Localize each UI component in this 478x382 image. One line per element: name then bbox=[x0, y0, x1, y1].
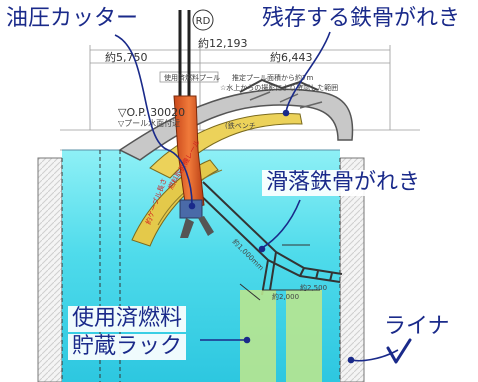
fallen-steel-debris bbox=[194, 181, 343, 296]
hydraulic-cutter-arm bbox=[173, 10, 214, 238]
leader-remaining bbox=[285, 31, 331, 113]
op-level: ▽O.P. 30020 bbox=[118, 106, 185, 119]
pool-wall-left bbox=[37, 157, 63, 382]
label-box-top: 使用済燃料プール bbox=[164, 73, 220, 82]
bench-label: (鉄ベンチ bbox=[225, 121, 256, 130]
callout-leaders bbox=[114, 31, 399, 364]
leader-liner bbox=[351, 349, 399, 362]
leader-cutter bbox=[114, 34, 193, 206]
check-icon bbox=[386, 338, 412, 364]
pool-level: ▽プール水面付近 bbox=[118, 118, 180, 128]
note-line-1: 推定プール面積から約7m bbox=[232, 73, 313, 82]
dim-left: 約5,750 bbox=[105, 50, 148, 64]
callout-fuel-rack-line2: 貯蔵ラック bbox=[68, 334, 187, 360]
callout-remaining-debris: 残存する鉄骨がれき bbox=[262, 6, 461, 31]
fuel-rack-1 bbox=[240, 290, 276, 382]
callout-fuel-rack-line1: 使用済燃料 bbox=[68, 306, 187, 332]
callout-fallen-debris: 滑落鉄骨がれき bbox=[262, 170, 425, 196]
callout-liner: ライナ bbox=[384, 314, 450, 339]
remaining-steel-debris bbox=[118, 78, 354, 161]
rd-marker-circle bbox=[192, 9, 214, 31]
callout-hydraulic-cutter: 油圧カッター bbox=[6, 6, 139, 31]
dim-right: 約6,443 bbox=[270, 50, 313, 64]
fuel-rack-2 bbox=[286, 290, 322, 382]
rd-marker: RD bbox=[196, 16, 211, 27]
leader-fallen bbox=[261, 199, 301, 249]
dim-total: 約12,193 bbox=[198, 36, 248, 50]
dimension-arrows bbox=[239, 244, 320, 301]
dim-bottom: 約2,500 bbox=[300, 283, 327, 292]
dim-small: 約2,000 bbox=[272, 292, 299, 301]
note-line-2: ☆水上からの撮影により確認した範囲 bbox=[220, 83, 338, 92]
